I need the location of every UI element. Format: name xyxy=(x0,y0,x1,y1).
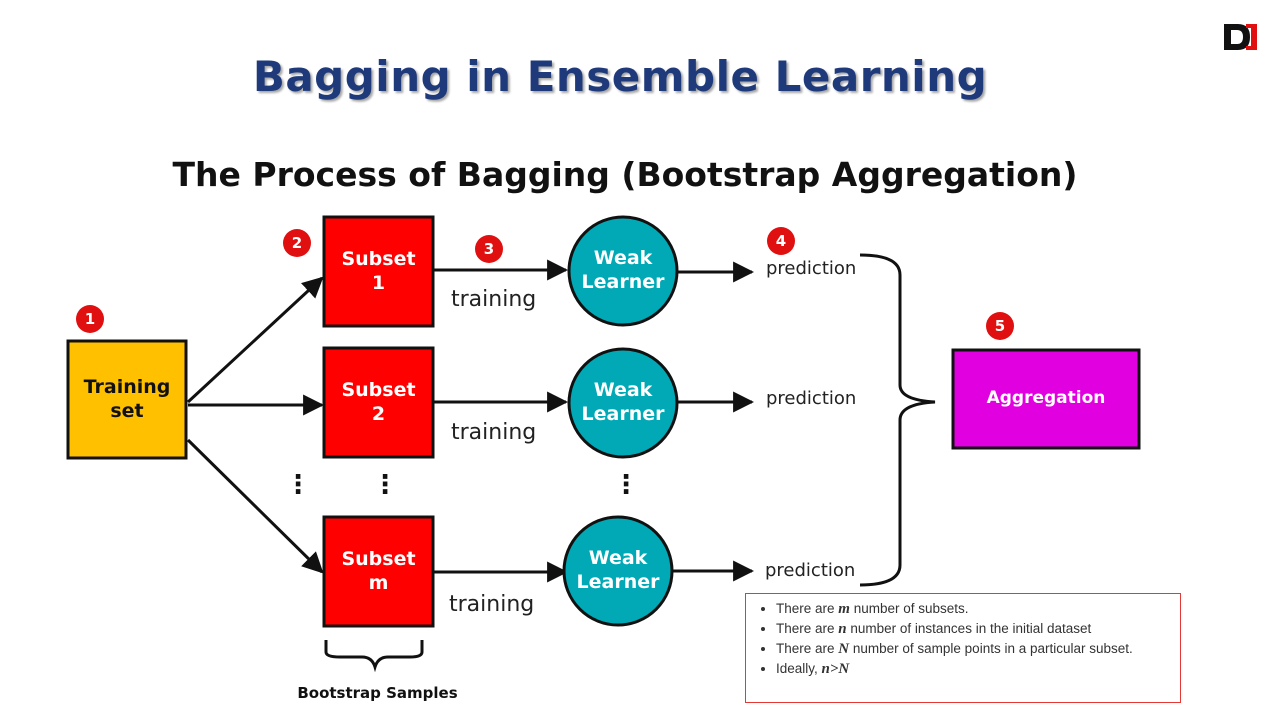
note-variable: m xyxy=(838,601,850,617)
note-text: number of subsets. xyxy=(849,601,969,616)
note-text: There are xyxy=(776,601,839,616)
subset-1-line2: 1 xyxy=(371,271,386,294)
prediction-label-1: prediction xyxy=(766,258,857,279)
prediction-label-2: prediction xyxy=(766,388,857,409)
weak-learner-2-line1: Weak xyxy=(593,379,653,402)
training-label-3: training xyxy=(449,592,535,617)
note-variable: n xyxy=(838,621,847,637)
weak-learner-1-line1: Weak xyxy=(593,247,653,270)
subset-m-line1: Subset xyxy=(341,547,416,570)
note-text: There are xyxy=(776,621,839,636)
note-text: There are xyxy=(776,641,839,656)
step-badge-1: 1 xyxy=(76,305,104,333)
note-variable: n>N xyxy=(821,661,850,677)
training-set-label: Training set xyxy=(68,341,186,458)
note-text: Ideally, xyxy=(776,661,822,676)
note-item: There are n number of instances in the i… xyxy=(776,619,1170,639)
diagram-subtitle: The Process of Bagging (Bootstrap Aggreg… xyxy=(172,155,1078,194)
arrow-to-subset-m xyxy=(186,438,324,574)
step-badge-4: 4 xyxy=(767,227,795,255)
notes-box: There are m number of subsets. There are… xyxy=(745,593,1181,703)
subset-box-2 xyxy=(322,346,435,459)
note-text: number of instances in the initial datas… xyxy=(846,621,1092,636)
subset-m-line2: m xyxy=(368,571,389,594)
step-badge-3: 3 xyxy=(475,235,503,263)
ellipsis-arrows: ⋮ xyxy=(285,470,311,500)
aggregation-box xyxy=(951,348,1141,450)
bootstrap-brace xyxy=(324,640,424,673)
weak-learner-label-1: Weak Learner xyxy=(569,217,677,325)
training-set-box xyxy=(66,339,188,460)
note-item: There are m number of subsets. xyxy=(776,599,1170,619)
ellipsis-learners: ⋮ xyxy=(613,470,639,500)
note-item: There are N number of sample points in a… xyxy=(776,639,1170,659)
training-set-line1: Training xyxy=(83,375,171,398)
weak-learner-circle-2 xyxy=(567,347,679,459)
weak-learner-3-line1: Weak xyxy=(588,547,648,570)
weak-learner-2-line2: Learner xyxy=(581,403,665,425)
aggregation-label: Aggregation xyxy=(986,388,1106,409)
weak-learner-circle-3 xyxy=(562,515,674,627)
weak-learner-3-line2: Learner xyxy=(576,571,660,593)
subset-label-m: Subset m xyxy=(324,517,433,626)
subset-label-2: Subset 2 xyxy=(324,348,433,457)
note-variable: N xyxy=(838,641,850,657)
ellipsis-subsets: ⋮ xyxy=(372,470,398,500)
logo xyxy=(1222,22,1258,52)
subset-label-1: Subset 1 xyxy=(324,217,433,326)
weak-learner-label-2: Weak Learner xyxy=(569,349,677,457)
step-badge-2: 2 xyxy=(283,229,311,257)
subset-box-m xyxy=(322,515,435,628)
training-set-line2: set xyxy=(110,399,144,422)
arrow-to-subset-1 xyxy=(186,276,324,404)
prediction-brace xyxy=(859,253,936,587)
step-badge-5: 5 xyxy=(986,312,1014,340)
page-title: Bagging in Ensemble Learning xyxy=(252,52,988,101)
note-item: Ideally, n>N xyxy=(776,659,1170,679)
subset-2-line2: 2 xyxy=(371,402,386,425)
subset-1-line1: Subset xyxy=(341,247,416,270)
weak-learner-1-line2: Learner xyxy=(581,271,665,293)
prediction-label-3: prediction xyxy=(765,560,856,581)
training-label-2: training xyxy=(451,420,537,445)
subset-box-1 xyxy=(322,215,435,328)
bootstrap-samples-label: Bootstrap Samples xyxy=(297,684,458,702)
notes-list: There are m number of subsets. There are… xyxy=(756,599,1170,679)
subset-2-line1: Subset xyxy=(341,378,416,401)
weak-learner-label-3: Weak Learner xyxy=(564,517,672,625)
weak-learner-circle-1 xyxy=(567,215,679,327)
note-text: number of sample points in a particular … xyxy=(849,641,1133,656)
training-label-1: training xyxy=(451,287,537,312)
